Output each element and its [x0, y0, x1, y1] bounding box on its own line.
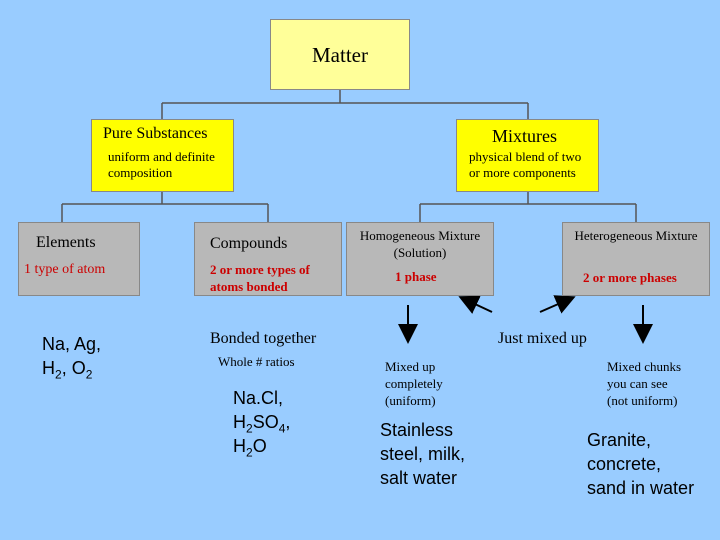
mixtures-box: [456, 119, 599, 192]
formula-sub: 2: [85, 367, 93, 382]
pure-substances-desc-2: composition: [108, 165, 173, 180]
homogeneous-example-3: salt water: [380, 468, 458, 488]
formula-sub: 2: [246, 445, 253, 460]
mixtures-title: Mixtures: [492, 126, 557, 146]
heterogeneous-desc: 2 or more phases: [583, 270, 677, 285]
elements-desc: 1 type of atom: [24, 262, 106, 277]
matter-title: Matter: [312, 43, 368, 67]
elements-box: [18, 222, 140, 296]
compounds-title: Compounds: [210, 235, 288, 252]
homogeneous-box: [346, 222, 494, 296]
mixtures-desc-2: or more components: [469, 165, 576, 180]
arrow-to-homogeneous: [458, 295, 493, 314]
heterogeneous-box: [562, 222, 710, 296]
pure-substances-title: Pure Substances: [103, 125, 208, 142]
whole-ratios-label: Whole # ratios: [218, 354, 295, 369]
formula-part: H: [233, 412, 246, 432]
compounds-example-2: H2SO4,: [233, 412, 290, 436]
pure-substances-desc-1: uniform and definite: [108, 149, 215, 164]
compounds-example-1: Na.Cl,: [233, 388, 284, 408]
formula-part: H: [233, 436, 246, 456]
homogeneous-example-1: Stainless: [380, 420, 454, 440]
homogeneous-title-1: Homogeneous Mixture: [359, 228, 481, 243]
formula-part: O: [252, 436, 267, 456]
heterogeneous-title: Heterogeneous Mixture: [574, 228, 698, 243]
bonded-together-label: Bonded together: [210, 330, 317, 347]
heterogeneous-example-3: sand in water: [587, 478, 695, 498]
heterogeneous-note-3: (not uniform): [607, 393, 678, 408]
heterogeneous-example-1: Granite,: [587, 430, 652, 450]
elements-example-2: H2, O2: [42, 358, 92, 382]
formula-sub: 4: [278, 421, 286, 436]
homogeneous-note-1: Mixed up: [385, 359, 436, 374]
just-mixed-up-label: Just mixed up: [498, 330, 587, 347]
formula-sub: 2: [55, 367, 62, 382]
compounds-example-3: H2O: [233, 436, 267, 460]
formula-sep: , O: [61, 358, 86, 378]
elements-example-1: Na, Ag,: [42, 334, 102, 354]
elements-title: Elements: [36, 234, 96, 251]
compounds-desc-1: 2 or more types of: [210, 262, 310, 277]
formula-part: ,: [285, 412, 291, 432]
homogeneous-desc: 1 phase: [395, 269, 437, 284]
arrow-to-heterogeneous: [539, 295, 576, 314]
heterogeneous-note-1: Mixed chunks: [607, 359, 682, 374]
mixtures-desc-1: physical blend of two: [469, 149, 582, 164]
compounds-box: [194, 222, 342, 296]
homogeneous-note-3: (uniform): [385, 393, 436, 408]
heterogeneous-note-2: you can see: [607, 376, 668, 391]
homogeneous-note-2: completely: [385, 376, 443, 391]
formula-part: SO: [252, 412, 279, 432]
formula-h: H: [42, 358, 55, 378]
formula-sub: 2: [246, 421, 253, 436]
homogeneous-title-2: (Solution): [393, 245, 447, 260]
matter-box: [270, 19, 410, 90]
compounds-desc-2: atoms bonded: [210, 279, 288, 294]
pure-substances-box: [91, 119, 234, 192]
heterogeneous-example-2: concrete,: [587, 454, 662, 474]
homogeneous-example-2: steel, milk,: [380, 444, 466, 464]
